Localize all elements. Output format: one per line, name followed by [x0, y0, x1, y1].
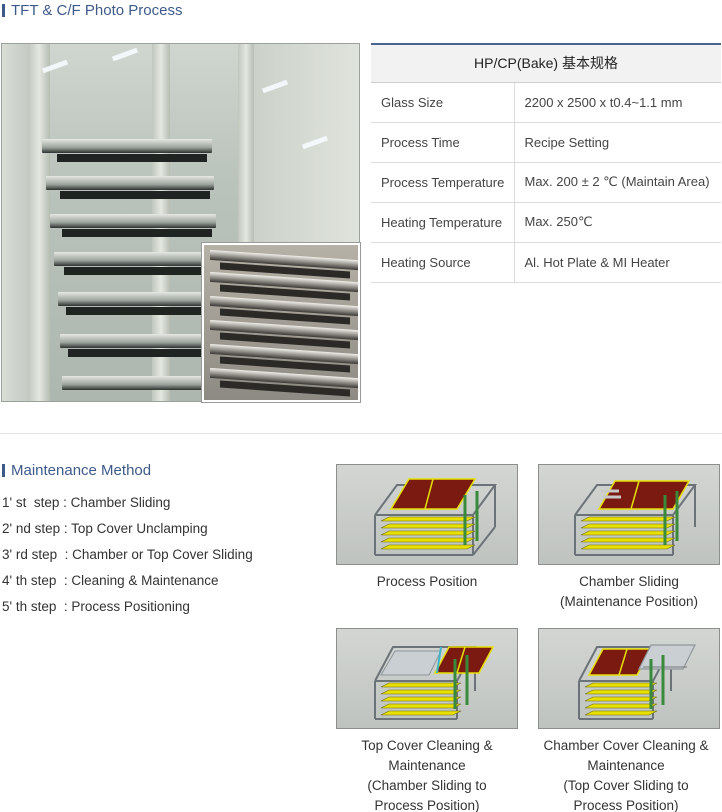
- spec-value: Max. 250℃: [513, 202, 721, 243]
- photo-slot: [64, 267, 214, 275]
- list-item: 2' nd step : Top Cover Unclamping: [2, 521, 208, 536]
- maintenance-steps: 1' st step : Chamber Sliding 2' nd step …: [2, 490, 253, 620]
- table-row: Heating Source Al. Hot Plate & MI Heater: [371, 242, 721, 283]
- list-item: 1' st step : Chamber Sliding: [2, 495, 171, 510]
- photo-slot: [66, 307, 202, 315]
- photo-tray: [60, 334, 202, 348]
- spec-value: 2200 x 2500 x t0.4~1.1 mm: [513, 82, 721, 123]
- diagram-top-cover-cleaning: [336, 628, 518, 729]
- photo-slot: [68, 349, 202, 357]
- list-item: 5' th step : Process Positioning: [2, 599, 190, 614]
- photo-slot: [60, 191, 210, 199]
- spec-label: Process Temperature: [371, 162, 514, 203]
- table-row: Process Temperature Max. 200 ± 2 ℃ (Main…: [371, 162, 721, 203]
- table-row: Glass Size 2200 x 2500 x t0.4~1.1 mm: [371, 82, 721, 123]
- spec-table: HP/CP(Bake) 基本规格 Glass Size 2200 x 2500 …: [371, 43, 721, 283]
- spec-value: Al. Hot Plate & MI Heater: [513, 242, 721, 283]
- diagram-process-position: [336, 464, 518, 565]
- diagram-chamber-cover-cleaning: [538, 628, 720, 729]
- photo-tray: [54, 252, 218, 266]
- title-bar-icon: [2, 3, 5, 17]
- photo-tray: [62, 376, 202, 390]
- diagram-caption: Process Position: [376, 574, 478, 589]
- spec-label: Glass Size: [371, 82, 514, 123]
- spec-label: Process Time: [371, 122, 514, 163]
- spec-table-title: HP/CP(Bake) 基本规格: [371, 43, 721, 83]
- photo-slot: [57, 154, 207, 162]
- ceiling-light: [111, 47, 139, 62]
- spec-label: Heating Temperature: [371, 202, 514, 243]
- photo-tray: [46, 176, 214, 190]
- spec-value: Recipe Setting: [513, 122, 721, 163]
- maintenance-title: Maintenance Method: [11, 461, 152, 479]
- section-title-maintenance: Maintenance Method: [2, 460, 151, 480]
- photo-tray: [50, 214, 216, 228]
- spec-label: Heating Source: [371, 242, 514, 283]
- diagram-caption: Chamber Cover Cleaning & Maintenance (To…: [543, 738, 709, 812]
- spec-value: Max. 200 ± 2 ℃ (Maintain Area): [513, 162, 721, 203]
- diagram-chamber-sliding: [538, 464, 720, 565]
- photo-frame-left: [2, 44, 32, 401]
- spec-table-header-row: HP/CP(Bake) 基本规格: [371, 43, 721, 83]
- table-row: Process Time Recipe Setting: [371, 122, 721, 163]
- title-bar-icon: [2, 463, 5, 477]
- list-item: 3' rd step : Chamber or Top Cover Slidin…: [2, 547, 253, 562]
- photo-pillar: [28, 44, 50, 401]
- photo-slot: [62, 229, 212, 237]
- list-item: 4' th step : Cleaning & Maintenance: [2, 573, 219, 588]
- photo-tray: [58, 292, 204, 306]
- diagram-caption: Chamber Sliding (Maintenance Position): [559, 574, 699, 609]
- section-divider: [0, 433, 722, 434]
- inset-photo: [201, 242, 361, 403]
- table-row: Heating Temperature Max. 250℃: [371, 202, 721, 243]
- diagram-caption: Top Cover Cleaning & Maintenance (Chambe…: [361, 738, 493, 812]
- section-title-photo-process: TFT & C/F Photo Process: [2, 0, 182, 20]
- page-title: TFT & C/F Photo Process: [11, 1, 183, 19]
- photo-tray: [42, 139, 212, 153]
